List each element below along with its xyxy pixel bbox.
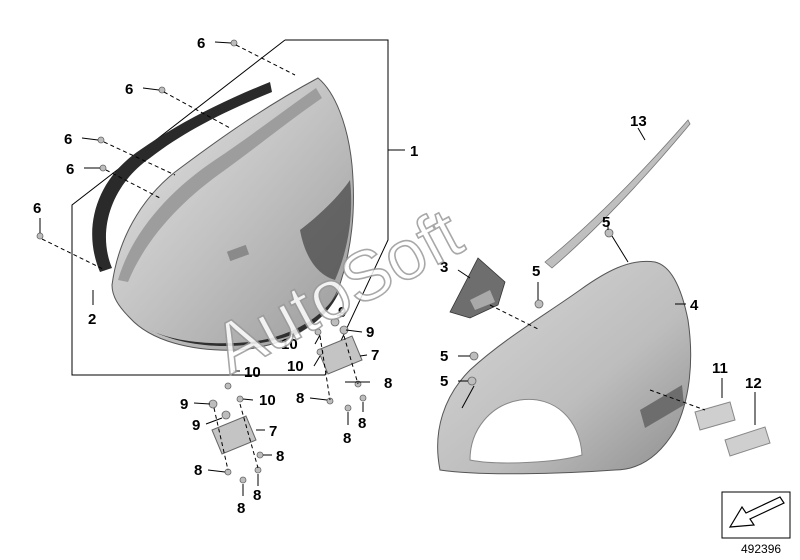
callout-8-b: 8 (296, 390, 304, 407)
nut-5-d (467, 376, 477, 386)
document-number: 492396 (741, 542, 781, 556)
callout-10-b: 10 (287, 358, 304, 375)
callout-8-f: 8 (276, 448, 284, 465)
callout-1: 1 (410, 143, 418, 160)
pad-part-11 (694, 401, 736, 431)
trim-strip-part-13 (544, 119, 691, 269)
side-case-lower-shadow (150, 285, 342, 347)
callout-12: 12 (745, 375, 762, 392)
screw-6-d (99, 164, 107, 172)
leader-lines (39, 41, 756, 496)
washer-10-c (224, 382, 232, 390)
nut-9-a (330, 317, 340, 327)
callout-11: 11 (712, 360, 728, 377)
side-case-rim (118, 88, 322, 282)
callout-8-d: 8 (343, 430, 351, 447)
callouts: 1 2 6 6 6 6 6 13 3 5 5 5 5 4 11 12 9 9 1… (33, 35, 762, 517)
screw-8-f (239, 476, 247, 484)
callout-8-e: 8 (194, 462, 202, 479)
callout-6-a: 6 (197, 35, 205, 52)
callout-10-c: 10 (244, 364, 261, 381)
callout-3: 3 (440, 259, 448, 276)
assembly-frame (71, 39, 389, 376)
seal-part-2 (92, 82, 272, 272)
screw-8-a (326, 397, 334, 405)
screw-6-c (97, 136, 105, 144)
callout-9-a: 9 (338, 304, 346, 321)
callout-5-d: 5 (440, 373, 448, 390)
callout-13: 13 (630, 113, 647, 130)
screw-8-c (359, 394, 367, 402)
callout-10-d: 10 (259, 392, 276, 409)
side-case-dark-panel (300, 180, 352, 280)
nut-9-c (208, 399, 218, 409)
hinge-plate-upper-part-7 (317, 335, 363, 375)
side-case-latch (226, 244, 250, 262)
callout-8-h: 8 (237, 500, 245, 517)
nut-5-a (604, 228, 614, 238)
washer-10-d (236, 395, 244, 403)
callout-5-c: 5 (440, 348, 448, 365)
callout-6-b: 6 (125, 81, 133, 98)
pad-part-12 (724, 426, 771, 457)
callout-8-a: 8 (384, 375, 392, 392)
nut-5-c (469, 351, 479, 361)
callout-2: 2 (88, 311, 96, 328)
callout-9-d: 9 (192, 417, 200, 434)
hardware-group (36, 39, 614, 484)
callout-10-a: 10 (281, 336, 298, 353)
nut-5-b (534, 299, 544, 309)
callout-9-c: 9 (180, 396, 188, 413)
nut-9-d (221, 410, 231, 420)
callout-7-b: 7 (269, 423, 277, 440)
callout-7-a: 7 (371, 347, 379, 364)
callout-4: 4 (690, 297, 699, 314)
callout-8-g: 8 (253, 487, 261, 504)
callout-6-d: 6 (66, 161, 74, 178)
screw-8-h (256, 451, 264, 459)
callout-6-e: 6 (33, 200, 41, 217)
callout-8-c: 8 (358, 415, 366, 432)
side-case-part-1 (111, 77, 354, 351)
callout-5-a: 5 (602, 214, 610, 231)
bracket-face (470, 290, 495, 310)
washer-10-a (314, 328, 322, 336)
reference-symbol (721, 491, 791, 539)
callout-5-b: 5 (532, 263, 540, 280)
fender-opening (469, 398, 583, 464)
fender-recess (640, 385, 684, 428)
hinge-plate-lower-part-7 (211, 415, 257, 455)
reference-arrow-icon (728, 496, 785, 528)
callout-9-b: 9 (366, 324, 374, 341)
screw-8-b (344, 404, 352, 412)
callout-6-c: 6 (64, 131, 72, 148)
screw-6-e (36, 232, 44, 240)
